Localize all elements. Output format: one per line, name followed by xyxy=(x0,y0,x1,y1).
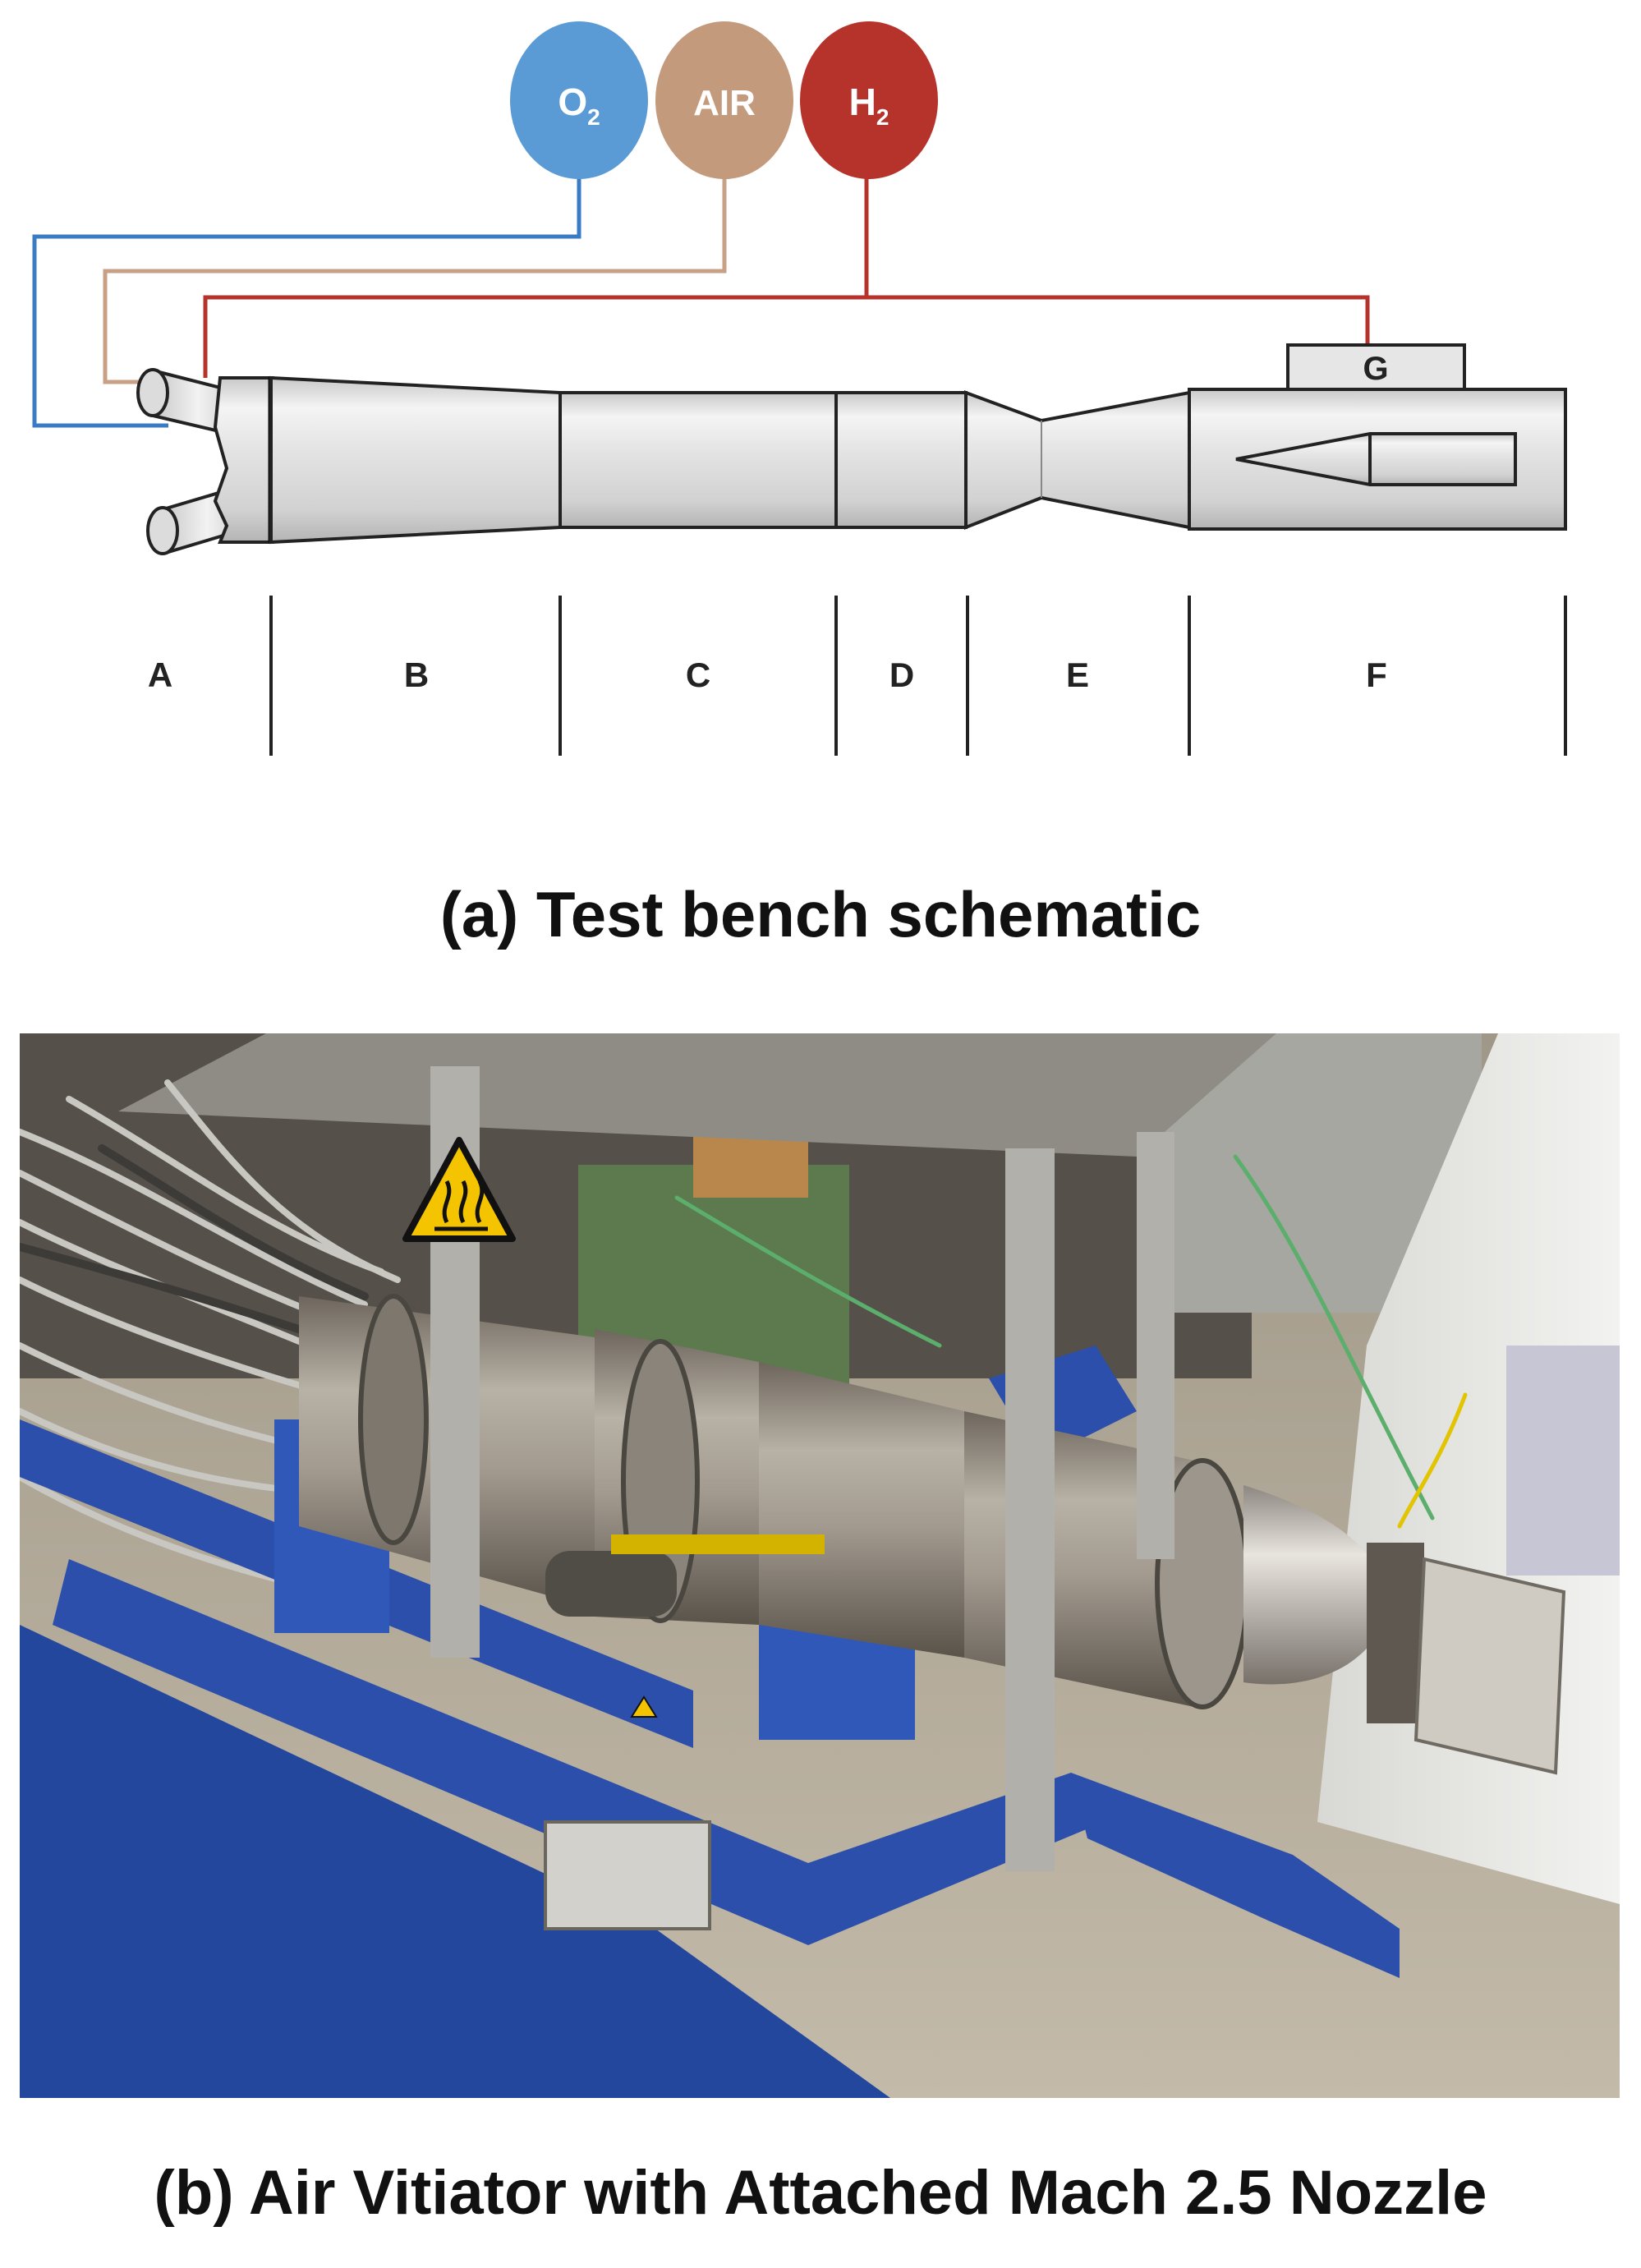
table-top xyxy=(118,1033,1276,1157)
section-label-b: B xyxy=(404,656,429,694)
caption-air-vitiator: (b) Air Vitiator with Attached Mach 2.5 … xyxy=(154,2158,1487,2228)
test-section-nozzle xyxy=(1367,1543,1566,1775)
component-g-label: G xyxy=(1363,351,1388,387)
gas-source-label: H xyxy=(849,81,876,123)
caption-test-bench-schematic: (a) Test bench schematic xyxy=(439,878,1202,950)
section-label-c: C xyxy=(686,656,710,694)
wedge-model xyxy=(1235,432,1517,486)
actuator-cylinder xyxy=(545,1551,677,1617)
combustor-section-b xyxy=(269,375,562,545)
injector-head xyxy=(213,376,273,544)
gas-source-label: AIR xyxy=(693,83,756,123)
cabinet-panel xyxy=(1506,1346,1620,1576)
nozzle-section-e xyxy=(964,390,1191,530)
component-g-box xyxy=(1286,343,1466,391)
svg-text:O2: O2 xyxy=(558,81,600,130)
section-dividers xyxy=(269,596,1567,756)
wooden-crate xyxy=(693,1132,808,1198)
gas-source-subscript: 2 xyxy=(587,104,600,130)
gas-source-o2: O2 xyxy=(510,21,648,179)
junction-box xyxy=(544,1820,711,1930)
gas-source-air: AIR xyxy=(655,21,793,179)
svg-text:H2: H2 xyxy=(849,81,889,130)
hot-surface-warning-icon xyxy=(402,1137,516,1242)
combustor-section-c xyxy=(558,391,838,529)
gas-source-subscript: 2 xyxy=(876,104,889,130)
section-label-a: A xyxy=(148,656,172,694)
gas-source-h2: H2 xyxy=(800,21,938,179)
gas-source-label: O xyxy=(558,81,587,123)
air-supply-line xyxy=(103,177,727,384)
h2-supply-line xyxy=(203,177,1370,378)
o2-supply-line xyxy=(32,177,581,428)
combustor-section-d xyxy=(834,391,968,529)
caution-triangle-icon xyxy=(630,1695,658,1718)
test-bench-schematic: O2 AIR H2 G xyxy=(32,21,1567,756)
section-label-d: D xyxy=(889,656,914,694)
air-vitiator-photo xyxy=(20,1033,1620,2098)
section-label-f: F xyxy=(1366,656,1387,694)
section-label-e: E xyxy=(1066,656,1089,694)
